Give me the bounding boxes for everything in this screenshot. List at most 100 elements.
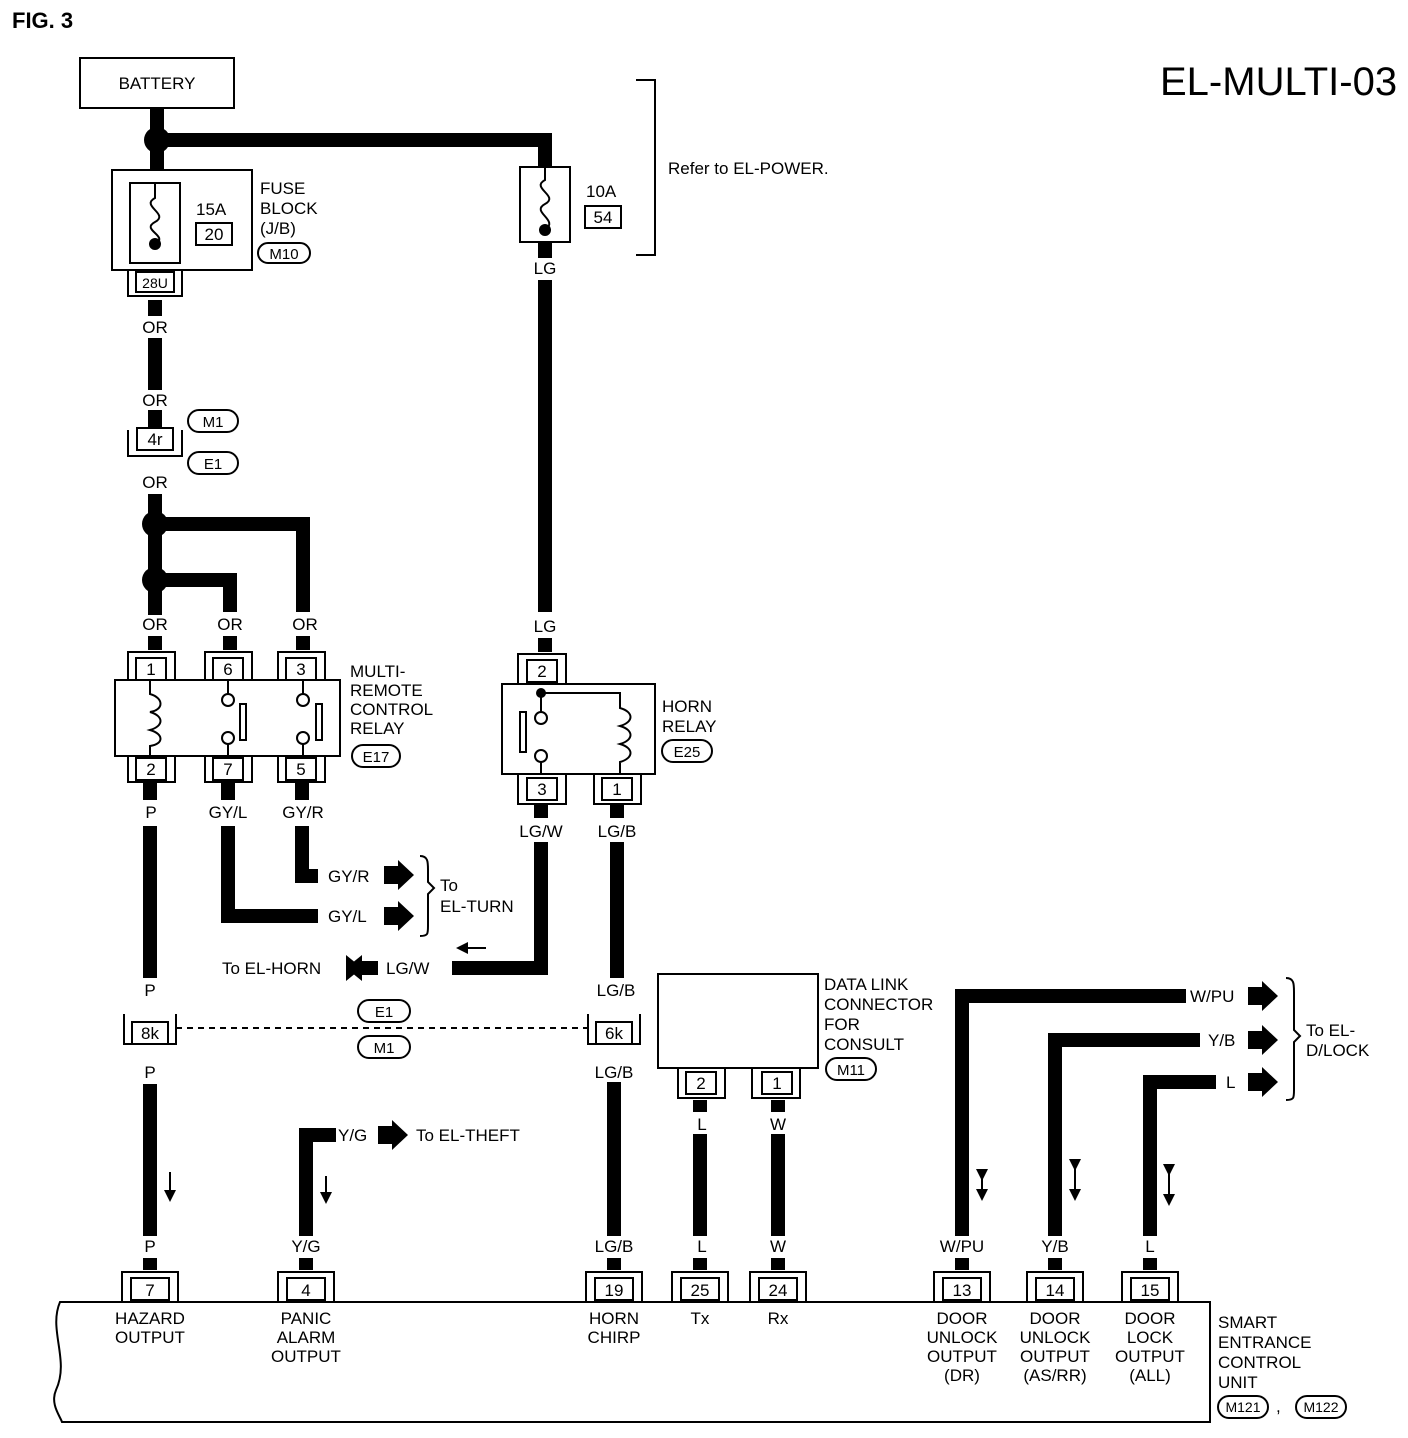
joint-conn-upper: M1: [203, 414, 224, 431]
wire-label: LG: [534, 617, 557, 636]
multi-relay-label-3: CONTROL: [350, 700, 433, 719]
unit-pin-function: DOOR: [1125, 1309, 1176, 1328]
unit-pin-function: ALARM: [277, 1328, 336, 1347]
connector-tag: [187, 409, 239, 433]
unit-pin-function: HAZARD: [115, 1309, 185, 1328]
multi-relay-label-1: MULTI-: [350, 662, 405, 681]
unit-conn-2: M122: [1303, 1399, 1338, 1415]
wire-label: OR: [142, 615, 168, 634]
multi-relay-label-2: REMOTE: [350, 681, 423, 700]
wire-wpu: [955, 989, 1186, 1236]
fuse-block: 15A 20 28U: [111, 169, 253, 297]
to-horn-label: To EL-HORN: [222, 959, 321, 978]
fuse-10a-number: 54: [594, 208, 613, 227]
unit-pin-housing: [671, 1271, 729, 1302]
inline-terminal-left: 8k: [141, 1024, 159, 1043]
relay-pin: 7: [223, 760, 232, 779]
arrow-right-icon: [384, 860, 414, 890]
horn-relay: [501, 653, 656, 805]
unit-pin-function: OUTPUT: [115, 1328, 185, 1347]
splice-dot: [142, 567, 168, 593]
wire-label: Y/G: [291, 1237, 320, 1256]
fuse-block-conn: M10: [269, 246, 298, 263]
wire-label: GY/R: [282, 803, 324, 822]
wire-label: OR: [217, 615, 243, 634]
switch-contact-icon: [239, 703, 247, 741]
unit-pin-housing: [277, 1271, 335, 1302]
unit-pin-housing: [585, 1271, 643, 1302]
data-link-connector: [657, 973, 819, 1099]
arrow-right-icon: [1248, 1025, 1278, 1055]
dlc-conn: M11: [837, 1062, 865, 1079]
wire-lgw: [452, 842, 548, 975]
wire-label: P: [145, 803, 156, 822]
fuse-block-label-2: BLOCK: [260, 199, 318, 218]
unit-pin-box: [594, 1277, 634, 1301]
unit-pin-function: (AS/RR): [1023, 1366, 1086, 1385]
unit-label-4: UNIT: [1218, 1373, 1258, 1392]
unit-pin-housing: [1121, 1271, 1179, 1302]
unit-pin-function: PANIC: [281, 1309, 332, 1328]
fuse-10a-amps: 10A: [586, 182, 617, 201]
connector-tag: [825, 1057, 877, 1081]
inline-conn-lower: M1: [374, 1040, 395, 1057]
fuse-element-icon: [149, 183, 161, 245]
coil-icon: [146, 680, 162, 756]
wire-label: Y/B: [1041, 1237, 1068, 1256]
relay-pin: 6: [223, 660, 232, 679]
multi-remote-relay: [114, 651, 341, 783]
connector-tag: [661, 739, 713, 763]
relay-pin: 2: [537, 662, 546, 681]
arrow-right-icon: [378, 1120, 408, 1150]
connector-tag: [357, 1035, 411, 1059]
relay-pin: 2: [146, 760, 155, 779]
to-dlock-label-1: To EL-: [1306, 1021, 1355, 1040]
unit-pin-function: UNLOCK: [927, 1328, 999, 1347]
control-unit-outline: [53, 1301, 1211, 1423]
unit-pin-function: HORN: [589, 1309, 639, 1328]
figure-label: FIG. 3: [12, 8, 73, 33]
wire-label: OR: [142, 473, 168, 492]
unit-conn-sep: ,: [1276, 1397, 1281, 1416]
multi-relay-label-4: RELAY: [350, 719, 405, 738]
unit-pin-function: OUTPUT: [271, 1347, 341, 1366]
battery-box: [79, 57, 235, 109]
fuse-block-label-3: (J/B): [260, 219, 296, 238]
wire-label: LG: [534, 259, 557, 278]
unit-pin-number: 13: [953, 1281, 972, 1300]
inline-terminal-right: 6k: [605, 1024, 623, 1043]
wire-label: P: [144, 1063, 155, 1082]
unit-pin-function: LOCK: [1127, 1328, 1174, 1347]
dlc-pin: 1: [772, 1074, 781, 1093]
fuse-10a: 10A 54: [519, 166, 622, 243]
wire-label: LG/W: [519, 822, 562, 841]
splice-dot: [144, 127, 170, 153]
relay-pin: 5: [296, 760, 305, 779]
unit-label-2: ENTRANCE: [1218, 1333, 1312, 1352]
wire-l-dlock: [1143, 1075, 1216, 1236]
unit-pin-function: Tx: [691, 1309, 710, 1328]
unit-label-3: CONTROL: [1218, 1353, 1301, 1372]
fuse-terminal: 28U: [142, 275, 168, 291]
wire-label: W: [770, 1115, 786, 1134]
wire-label: GY/L: [209, 803, 248, 822]
inline-connector-right: [587, 1014, 641, 1045]
wire-label: L: [697, 1237, 706, 1256]
unit-pin-box: [130, 1277, 170, 1301]
unit-pin-function: Rx: [768, 1309, 789, 1328]
wire-label: OR: [292, 615, 318, 634]
coil-icon: [616, 700, 632, 774]
fuse-amps: 15A: [196, 200, 227, 219]
unit-pin-function: (DR): [944, 1366, 980, 1385]
unit-pin-housing: [749, 1271, 807, 1302]
unit-pin-box: [942, 1277, 982, 1301]
unit-pin-housing: [1026, 1271, 1084, 1302]
connector-tag: [187, 451, 239, 475]
wire-gyr: [295, 826, 318, 883]
arrow-right-icon: [1248, 1067, 1278, 1097]
refer-bracket: [636, 79, 656, 256]
unit-pins: 7HAZARDOUTPUT4PANICALARMOUTPUT19HORNCHIR…: [115, 1271, 1185, 1385]
connector-tag: [357, 999, 411, 1023]
unit-pin-box: [286, 1277, 326, 1301]
unit-pin-function: (ALL): [1129, 1366, 1171, 1385]
